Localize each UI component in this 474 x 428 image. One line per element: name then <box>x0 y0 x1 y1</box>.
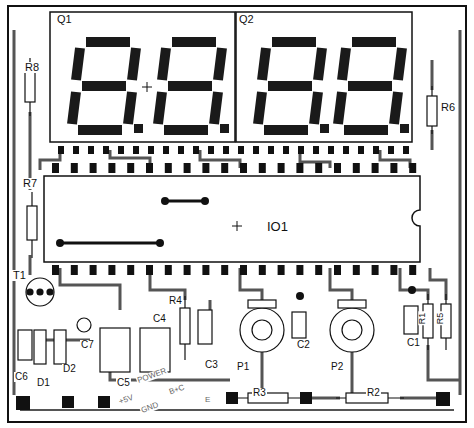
board-outline <box>8 6 466 422</box>
part-label: C6 <box>14 372 29 382</box>
part-label: IO1 <box>266 220 289 233</box>
part-label: C2 <box>296 340 311 350</box>
part-label: R1 <box>418 312 427 326</box>
part-label: D1 <box>36 378 51 388</box>
components <box>18 58 451 403</box>
part-label: D2 <box>62 364 77 374</box>
part-label: T1 <box>12 270 27 281</box>
ic-socket <box>44 82 420 262</box>
part-label: R4 <box>168 296 183 306</box>
part-label: C4 <box>152 314 167 324</box>
part-label: B+C <box>167 383 186 397</box>
part-label: R6 <box>440 102 456 113</box>
part-label: C3 <box>204 360 219 370</box>
part-label: P1 <box>236 362 250 372</box>
part-label: C1 <box>406 338 421 348</box>
part-label: P2 <box>330 362 344 372</box>
display-modules <box>50 12 412 142</box>
mounting-pads <box>16 286 450 410</box>
part-label: R2 <box>366 388 381 398</box>
part-label: Q2 <box>238 14 255 25</box>
part-label: +5V <box>117 393 135 406</box>
part-label: R8 <box>24 62 40 73</box>
part-label: Q1 <box>56 14 73 25</box>
part-label: R5 <box>436 312 445 326</box>
part-label: C5 <box>116 378 131 388</box>
part-label: R7 <box>22 178 38 189</box>
part-label: GND <box>139 401 160 415</box>
part-label: C7 <box>80 340 95 350</box>
part-label: R3 <box>252 388 267 398</box>
part-label: E <box>204 396 211 404</box>
